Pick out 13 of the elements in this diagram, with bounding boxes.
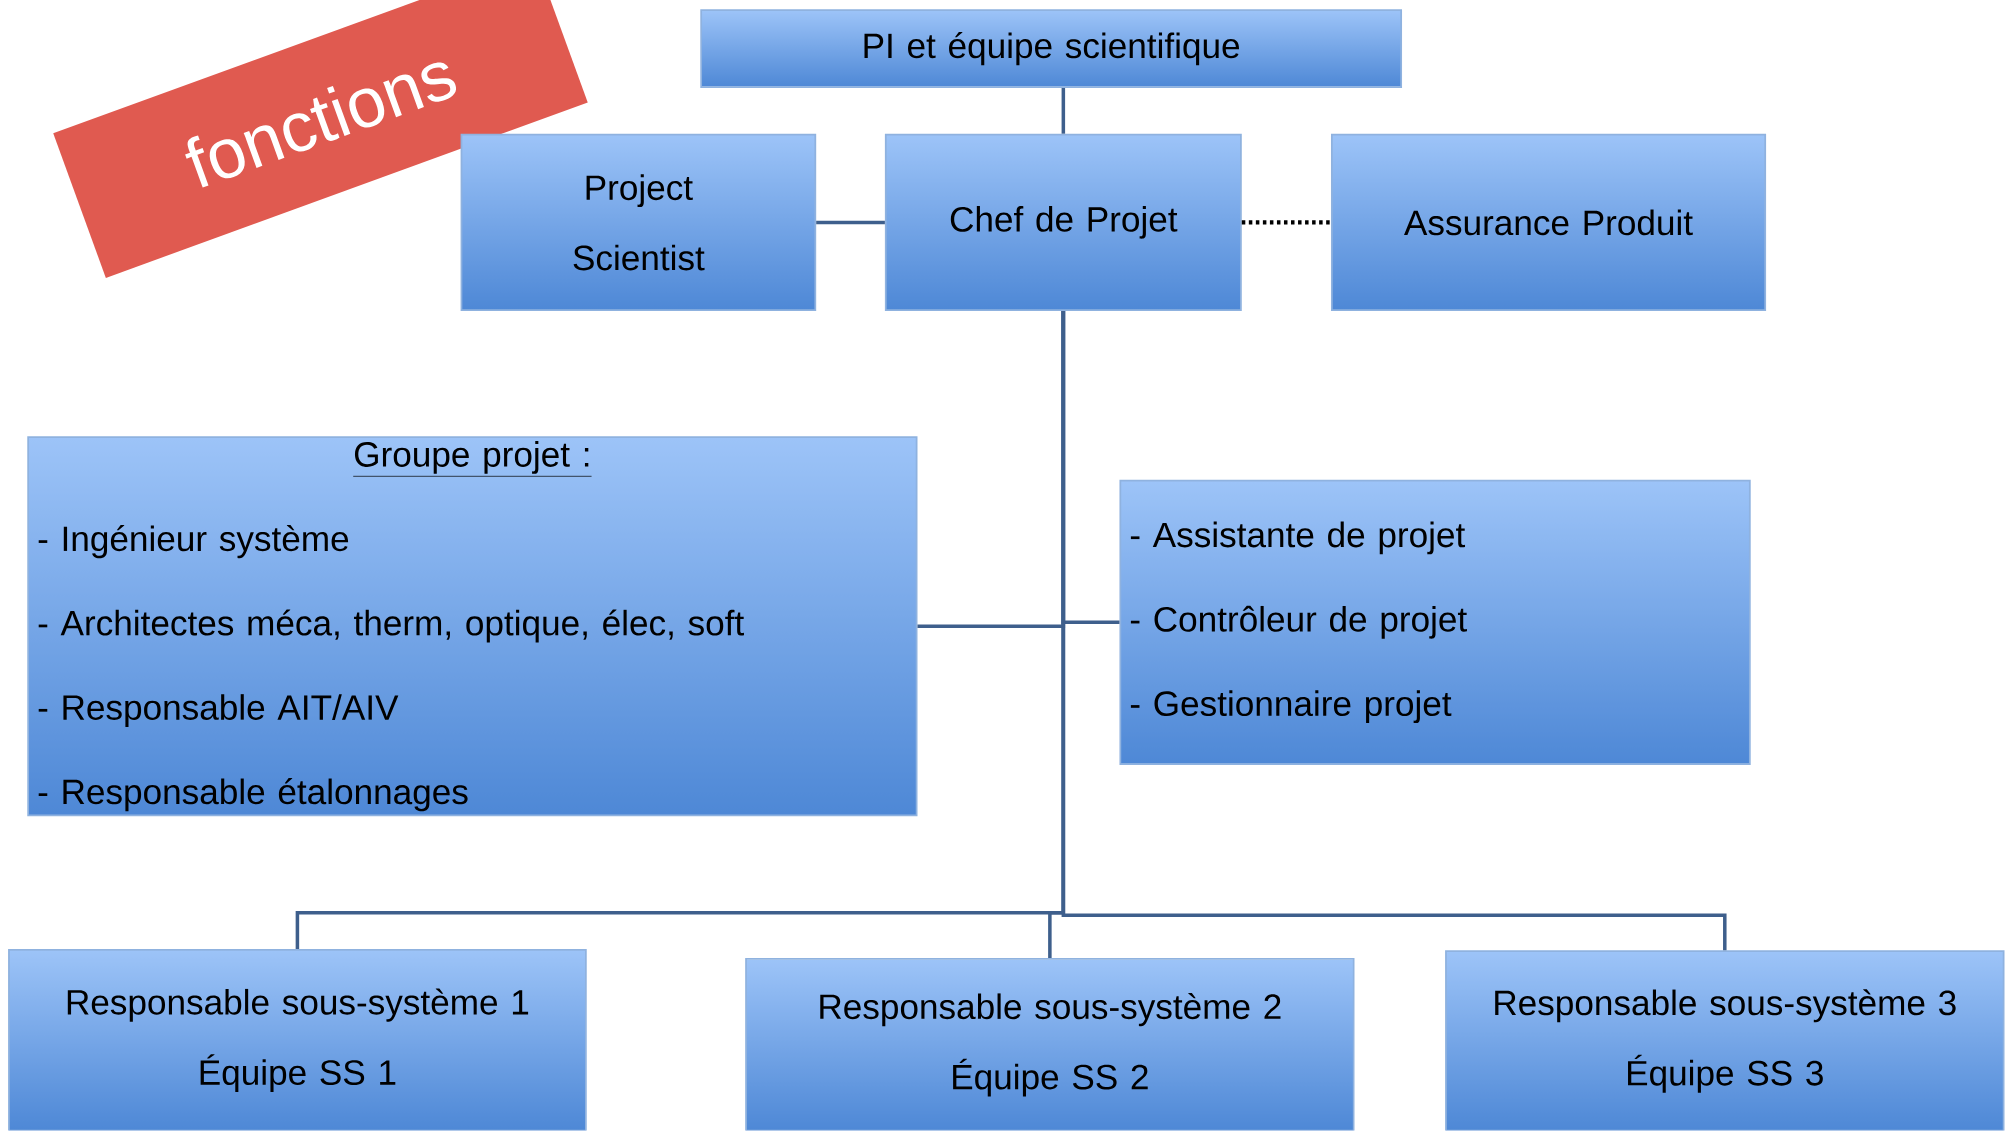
org-box: Responsable sous-système 2 Équipe SS 2 — [745, 958, 1355, 1131]
org-box: Groupe projet : - Ingénieur système - Architectes méca, therm, optique, élec, soft - Responsable AIT/AIV - Responsable étalonnages — [27, 436, 918, 817]
connector-line — [1061, 88, 1066, 134]
connector-line — [1061, 311, 1727, 951]
org-box: Responsable sous-système 1 Équipe SS 1 — [8, 949, 587, 1131]
org-box: Project Scientist — [460, 133, 817, 312]
org-box: Chef de Projet — [884, 133, 1242, 312]
connector-line — [816, 220, 885, 225]
connector-line — [1241, 220, 1331, 225]
org-box: Assurance Produit — [1330, 133, 1767, 312]
org-box: Responsable sous-système 3 Équipe SS 3 — [1445, 950, 2005, 1131]
org-box: - Assistante de projet - Contrôleur de projet - Gestionnaire projet — [1119, 480, 1751, 766]
org-box: PI et équipe scientifique — [700, 9, 1403, 89]
